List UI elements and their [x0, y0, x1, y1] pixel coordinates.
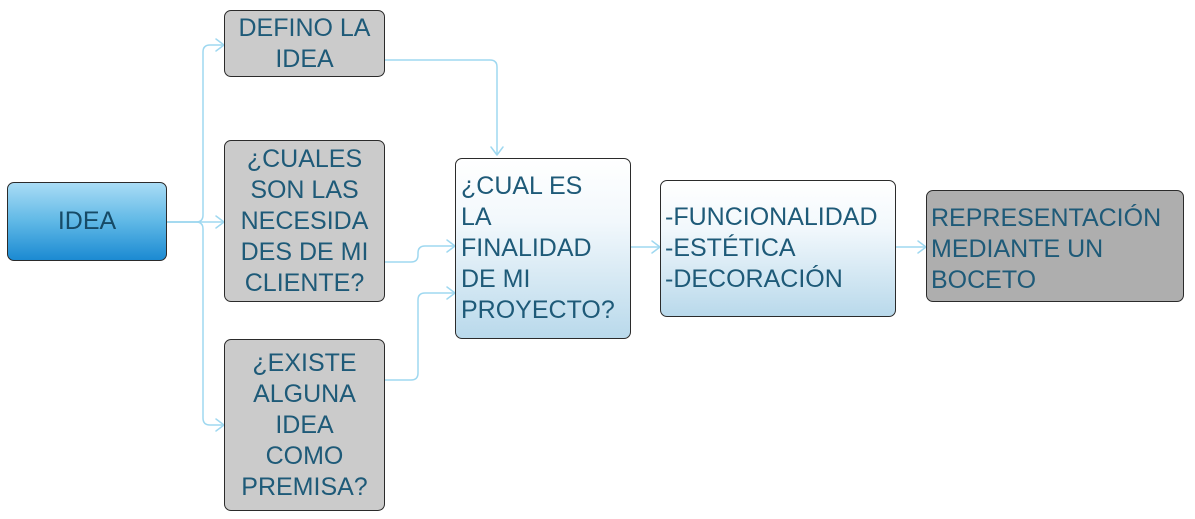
node-defino-la-idea-label: DEFINO LA IDEA	[238, 13, 371, 73]
node-finalidad-proyecto: ¿CUAL ES LA FINALIDAD DE MI PROYECTO?	[455, 158, 631, 339]
node-idea-label: IDEA	[57, 207, 117, 235]
node-boceto-label: REPRESENTACIÓN MEDIANTE UN BOCETO	[931, 204, 1162, 294]
node-aspectos-label: -FUNCIONALIDAD -ESTÉTICA -DECORACIÓN	[665, 203, 878, 293]
node-necesidades-cliente: ¿CUALES SON LAS NECESIDA DES DE MI CLIEN…	[224, 140, 385, 302]
node-necesidades-cliente-label: ¿CUALES SON LAS NECESIDA DES DE MI CLIEN…	[240, 144, 369, 297]
connector-idea-to-existe	[167, 221, 224, 426]
arrowhead-finalidad-top	[490, 146, 504, 156]
node-defino-la-idea: DEFINO LA IDEA	[224, 10, 385, 77]
connector-defino-to-finalidad	[385, 59, 498, 155]
node-idea-premisa: ¿EXISTE ALGUNA IDEA COMO PREMISA?	[224, 339, 385, 511]
node-idea: IDEA	[7, 182, 167, 261]
connector-idea-to-defino	[167, 44, 224, 223]
connector-cuales-to-finalidad	[385, 245, 455, 263]
node-boceto: REPRESENTACIÓN MEDIANTE UN BOCETO	[926, 190, 1184, 302]
node-finalidad-proyecto-label: ¿CUAL ES LA FINALIDAD DE MI PROYECTO?	[461, 172, 615, 324]
connector-existe-to-finalidad	[385, 292, 455, 381]
node-idea-premisa-label: ¿EXISTE ALGUNA IDEA COMO PREMISA?	[241, 348, 368, 501]
node-aspectos: -FUNCIONALIDAD -ESTÉTICA -DECORACIÓN	[660, 180, 896, 317]
